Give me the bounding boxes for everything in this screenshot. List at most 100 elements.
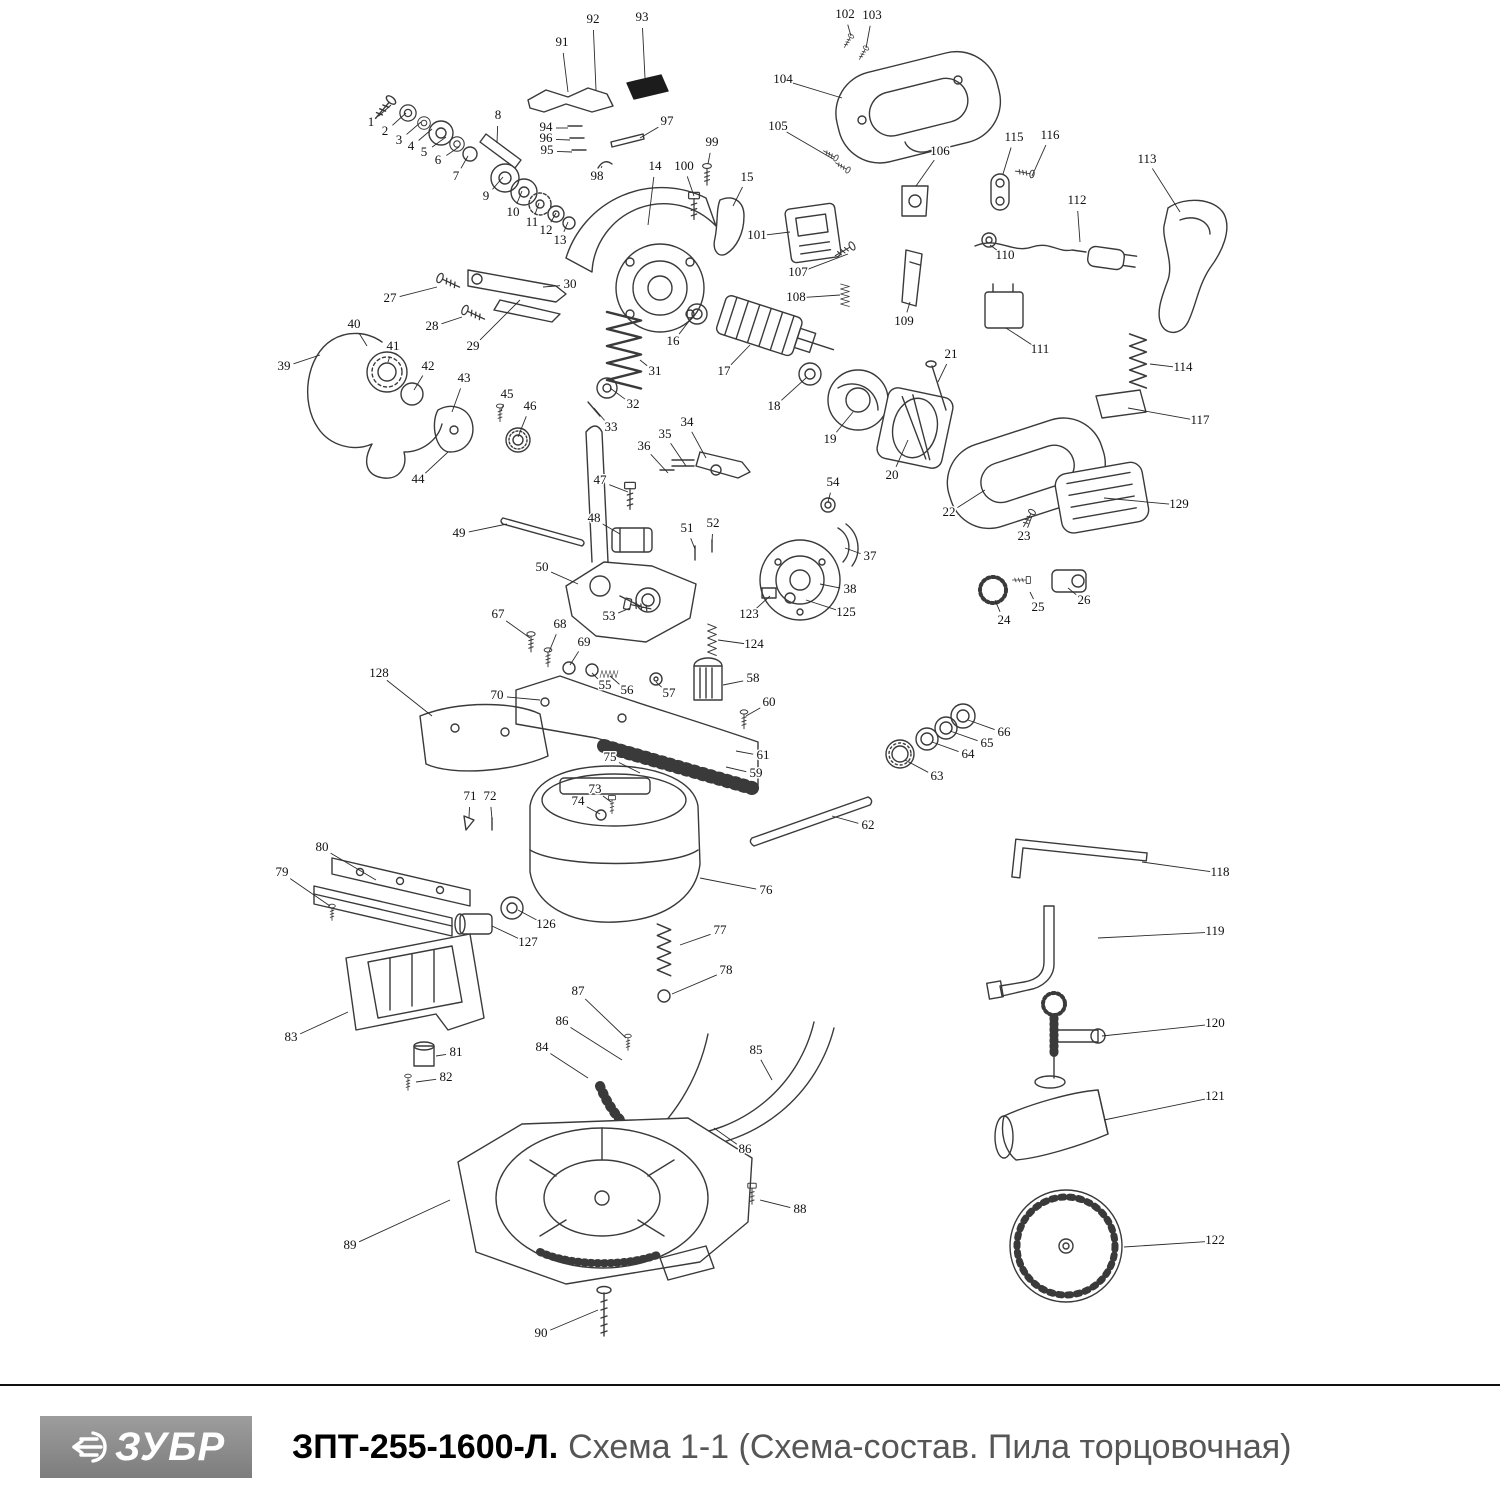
leader-line-84 bbox=[550, 1053, 589, 1079]
part-number-105: 105 bbox=[768, 118, 788, 133]
leader-line-82 bbox=[415, 1078, 437, 1083]
leader-line-102 bbox=[847, 24, 852, 37]
part-number-13: 13 bbox=[554, 232, 567, 247]
leader-line-20 bbox=[895, 439, 909, 468]
leader-line-66 bbox=[967, 719, 995, 731]
leader-line-106 bbox=[915, 159, 935, 187]
part-number-52: 52 bbox=[707, 515, 720, 530]
leader-line-119 bbox=[1097, 932, 1206, 939]
part-number-94: 94 bbox=[540, 119, 554, 134]
leader-line-32 bbox=[609, 387, 626, 400]
leader-line-14 bbox=[647, 176, 655, 226]
leader-line-74 bbox=[586, 806, 601, 815]
part-number-122: 122 bbox=[1205, 1232, 1225, 1247]
part-number-62: 62 bbox=[862, 817, 875, 832]
part-number-35: 35 bbox=[659, 426, 672, 441]
part-number-78: 78 bbox=[720, 962, 733, 977]
leader-line-97 bbox=[639, 126, 659, 139]
leader-line-121 bbox=[1103, 1098, 1206, 1121]
leader-line-65 bbox=[949, 730, 978, 742]
leader-line-46 bbox=[517, 416, 527, 438]
bellow-spring bbox=[587, 310, 643, 417]
leader-line-43 bbox=[451, 388, 462, 413]
part-number-44: 44 bbox=[412, 471, 426, 486]
leader-line-9 bbox=[492, 176, 504, 190]
leader-line-101 bbox=[766, 231, 791, 236]
part-number-24: 24 bbox=[998, 612, 1012, 627]
leader-line-55 bbox=[591, 672, 599, 680]
part-number-19: 19 bbox=[824, 431, 837, 446]
part-number-8: 8 bbox=[495, 107, 502, 122]
part-number-99: 99 bbox=[706, 134, 719, 149]
part-number-103: 103 bbox=[862, 7, 882, 22]
part-number-72: 72 bbox=[484, 788, 497, 803]
part-number-9: 9 bbox=[483, 188, 490, 203]
part-number-86: 86 bbox=[739, 1141, 753, 1156]
leader-line-98 bbox=[600, 165, 603, 169]
footer: ЗУБР ЗПТ-255-1600-Л.Схема 1-1 (Схема-сос… bbox=[0, 1386, 1500, 1478]
leader-line-116 bbox=[1031, 144, 1047, 177]
part-number-118: 118 bbox=[1210, 864, 1229, 879]
part-number-90: 90 bbox=[535, 1325, 548, 1340]
leader-line-70 bbox=[506, 696, 541, 701]
leader-line-105 bbox=[786, 131, 834, 160]
part-number-41: 41 bbox=[387, 338, 400, 353]
leader-line-5 bbox=[431, 136, 447, 148]
leader-line-126 bbox=[517, 909, 538, 921]
part-number-60: 60 bbox=[763, 694, 776, 709]
part-number-97: 97 bbox=[661, 113, 675, 128]
leader-line-44 bbox=[425, 451, 449, 474]
leader-line-63 bbox=[904, 759, 929, 773]
part-number-76: 76 bbox=[760, 882, 774, 897]
leader-line-78 bbox=[671, 974, 717, 995]
zubr-logo: ЗУБР bbox=[40, 1416, 252, 1478]
guard-flange bbox=[707, 523, 859, 656]
leader-line-114 bbox=[1149, 363, 1174, 368]
part-number-91: 91 bbox=[556, 34, 569, 49]
part-number-102: 102 bbox=[835, 6, 855, 21]
leader-line-3 bbox=[406, 121, 422, 135]
part-number-96: 96 bbox=[540, 130, 554, 145]
leader-line-29 bbox=[479, 299, 521, 341]
part-number-81: 81 bbox=[450, 1044, 463, 1059]
part-number-63: 63 bbox=[931, 768, 944, 783]
part-number-67: 67 bbox=[492, 606, 506, 621]
part-number-29: 29 bbox=[467, 338, 480, 353]
part-number-109: 109 bbox=[894, 313, 914, 328]
part-number-23: 23 bbox=[1018, 528, 1031, 543]
part-number-84: 84 bbox=[536, 1039, 550, 1054]
part-number-38: 38 bbox=[844, 581, 857, 596]
part-number-124: 124 bbox=[744, 636, 764, 651]
leader-line-25 bbox=[1029, 591, 1034, 600]
part-number-82: 82 bbox=[440, 1069, 453, 1084]
part-number-73: 73 bbox=[589, 781, 602, 796]
zubr-logo-icon bbox=[72, 1431, 107, 1463]
leader-line-40 bbox=[358, 333, 368, 347]
leader-line-19 bbox=[835, 411, 854, 433]
leader-line-41 bbox=[387, 356, 391, 363]
leader-line-59 bbox=[725, 766, 747, 773]
leader-line-60 bbox=[745, 707, 761, 717]
motor-armature bbox=[686, 295, 954, 469]
part-number-42: 42 bbox=[422, 358, 435, 373]
leader-line-88 bbox=[759, 1199, 791, 1209]
leader-line-71 bbox=[468, 806, 470, 819]
return-spring bbox=[1128, 333, 1148, 389]
leader-line-72 bbox=[490, 806, 493, 820]
leader-line-81 bbox=[435, 1054, 447, 1057]
leader-line-48 bbox=[602, 523, 621, 535]
upper-guard-housing bbox=[565, 186, 717, 333]
part-number-31: 31 bbox=[649, 363, 662, 378]
leader-line-125 bbox=[805, 599, 837, 611]
clamp-base bbox=[345, 933, 485, 1091]
leader-line-80 bbox=[330, 852, 377, 881]
part-number-123: 123 bbox=[739, 606, 759, 621]
leader-line-15 bbox=[732, 186, 743, 207]
leader-line-115 bbox=[1002, 147, 1012, 175]
leader-line-108 bbox=[805, 294, 841, 298]
part-number-66: 66 bbox=[998, 724, 1012, 739]
part-number-58: 58 bbox=[747, 670, 760, 685]
part-number-30: 30 bbox=[564, 276, 577, 291]
part-number-54: 54 bbox=[827, 474, 841, 489]
